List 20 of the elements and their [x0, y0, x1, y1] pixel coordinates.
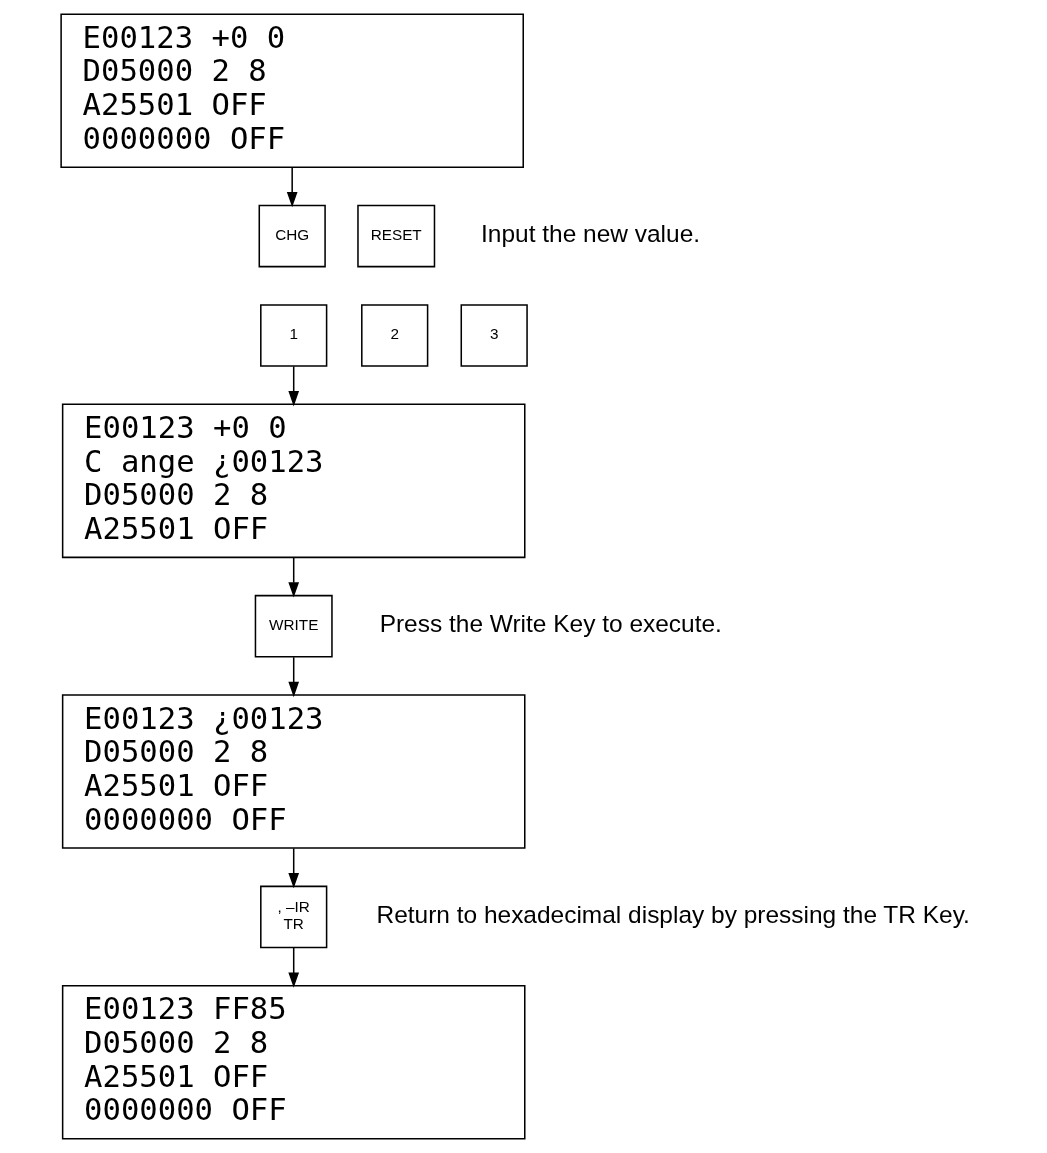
node-box: E00123 FF85 D05000 2 8 A25501 OFF 0000000 OFF [61, 985, 526, 1140]
arrow [287, 656, 299, 698]
node-box: 3 [460, 304, 528, 367]
label: Input the new value. [480, 219, 700, 247]
label: Return to hexadecimal display by pressing the TR Key. [375, 900, 970, 928]
arrow [287, 847, 299, 889]
node-box: E00123 +0 0 C ange ¿00123 D05000 2 8 A25501 OFF [61, 403, 526, 559]
arrow [287, 556, 299, 598]
node-box: RESET [356, 204, 435, 268]
label: Press the Write Key to execute. [379, 610, 722, 638]
node-box: WRITE [254, 594, 333, 658]
node-box: 2 [360, 304, 428, 367]
arrow [286, 166, 298, 208]
node-box: CHG [258, 204, 326, 268]
node-box: 1 [259, 304, 327, 367]
node-box: E00123 ¿00123 D05000 2 8 A25501 OFF 0000000 OFF [61, 694, 526, 849]
arrow [287, 365, 299, 407]
node-box: , –IR TR [259, 885, 327, 949]
node-box: E00123 +0 0 D05000 2 8 A25501 OFF 0000000 OFF [59, 13, 524, 168]
arrow [287, 947, 299, 988]
